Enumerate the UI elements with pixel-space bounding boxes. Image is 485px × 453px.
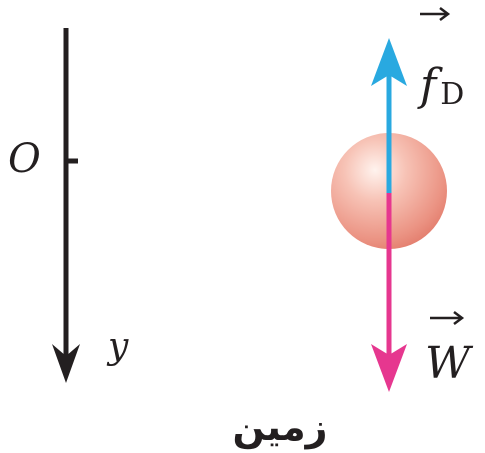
vector-arrow-icon <box>420 7 451 21</box>
drag-force-arrow <box>371 38 407 193</box>
drag-force-arrowhead <box>371 38 407 86</box>
y-axis-label: y <box>106 326 129 367</box>
weight-force-symbol: W <box>425 338 474 389</box>
weight-force-arrow <box>371 193 407 392</box>
y-axis: O y <box>8 28 129 383</box>
drag-force-symbol: f <box>417 60 443 111</box>
origin-label: O <box>8 136 41 182</box>
weight-force-label: W <box>425 311 474 389</box>
weight-force-arrowhead <box>371 344 407 392</box>
vector-arrow-icon <box>430 311 465 325</box>
svg-text:fD: fD <box>417 60 464 112</box>
y-axis-arrowhead <box>52 344 80 383</box>
ground-label: زمین <box>232 405 327 449</box>
drag-force-subscript: D <box>440 77 464 112</box>
